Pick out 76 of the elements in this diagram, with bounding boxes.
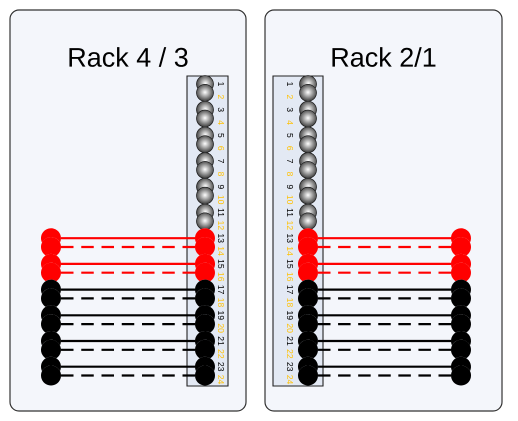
port-number: 5 xyxy=(287,133,293,138)
dashed-line xyxy=(61,297,195,300)
line xyxy=(61,340,195,342)
port-number: 13 xyxy=(286,234,294,243)
line xyxy=(318,237,451,240)
port-number: 14 xyxy=(218,246,224,256)
line xyxy=(61,366,195,368)
dot xyxy=(41,366,61,386)
port-number: 17 xyxy=(218,285,224,294)
port-number: 8 xyxy=(218,172,224,176)
port-number: 2 xyxy=(218,94,224,99)
port-number: 1 xyxy=(218,82,224,86)
port-number: 10 xyxy=(218,196,224,204)
dashed-line xyxy=(61,323,195,326)
dashed-line xyxy=(318,348,451,351)
port-number: 6 xyxy=(218,146,224,150)
port-number: 13 xyxy=(218,234,224,243)
port-number: 9 xyxy=(218,184,224,189)
port-number: 18 xyxy=(218,298,224,307)
port-number: 16 xyxy=(218,272,224,282)
line xyxy=(318,366,451,368)
dot xyxy=(451,366,471,386)
dashed-line xyxy=(318,297,451,300)
port-number: 6 xyxy=(286,146,294,150)
port-number: 17 xyxy=(287,285,293,294)
port-number: 10 xyxy=(286,196,294,204)
dashed-line xyxy=(61,246,195,248)
port-number: 7 xyxy=(218,159,224,164)
port-number: 9 xyxy=(286,184,294,189)
port-number: 3 xyxy=(218,108,224,112)
line xyxy=(318,288,451,291)
port-number: 20 xyxy=(218,324,224,333)
dashed-line xyxy=(318,374,451,377)
port-number: 20 xyxy=(286,324,294,333)
port-number: 22 xyxy=(287,350,293,358)
dashed-line xyxy=(318,323,451,326)
dashed-line xyxy=(61,348,195,351)
line xyxy=(318,262,451,265)
port-number: 8 xyxy=(286,172,294,176)
port-number: 2 xyxy=(287,94,293,99)
panel-title: Rack 2/1 xyxy=(332,47,436,67)
port-number: 11 xyxy=(287,208,293,217)
dashed-line xyxy=(318,246,451,248)
port-number: 22 xyxy=(218,350,224,358)
port-number: 23 xyxy=(218,362,224,372)
line xyxy=(61,237,195,240)
port-number: 11 xyxy=(218,208,224,217)
line xyxy=(318,340,451,342)
dashed-line xyxy=(61,374,195,377)
port-number: 24 xyxy=(287,375,293,384)
port-number: 21 xyxy=(218,336,224,346)
port-number: 15 xyxy=(218,260,224,268)
dashed-line xyxy=(318,272,451,274)
port-number: 15 xyxy=(287,260,293,268)
port-number: 19 xyxy=(218,311,224,320)
port-number: 7 xyxy=(287,159,293,164)
port-number: 1 xyxy=(287,82,293,86)
port-number: 21 xyxy=(287,336,293,346)
line xyxy=(318,314,451,316)
port-number: 4 xyxy=(218,120,224,125)
port-number: 12 xyxy=(218,221,224,230)
port-number: 24 xyxy=(218,375,224,384)
line xyxy=(61,314,195,316)
port-number: 3 xyxy=(286,108,294,112)
dashed-line xyxy=(61,272,195,274)
port-number: 14 xyxy=(287,246,293,256)
port-number: 5 xyxy=(218,133,224,138)
port-number: 4 xyxy=(287,120,293,125)
port-number: 23 xyxy=(286,362,294,372)
panel-title: Rack 4 / 3 xyxy=(69,47,188,67)
port-number: 12 xyxy=(287,221,293,230)
line xyxy=(61,288,195,291)
port-number: 19 xyxy=(286,311,294,320)
port-number: 16 xyxy=(286,272,294,282)
line xyxy=(61,262,195,265)
port-number: 18 xyxy=(286,298,294,307)
